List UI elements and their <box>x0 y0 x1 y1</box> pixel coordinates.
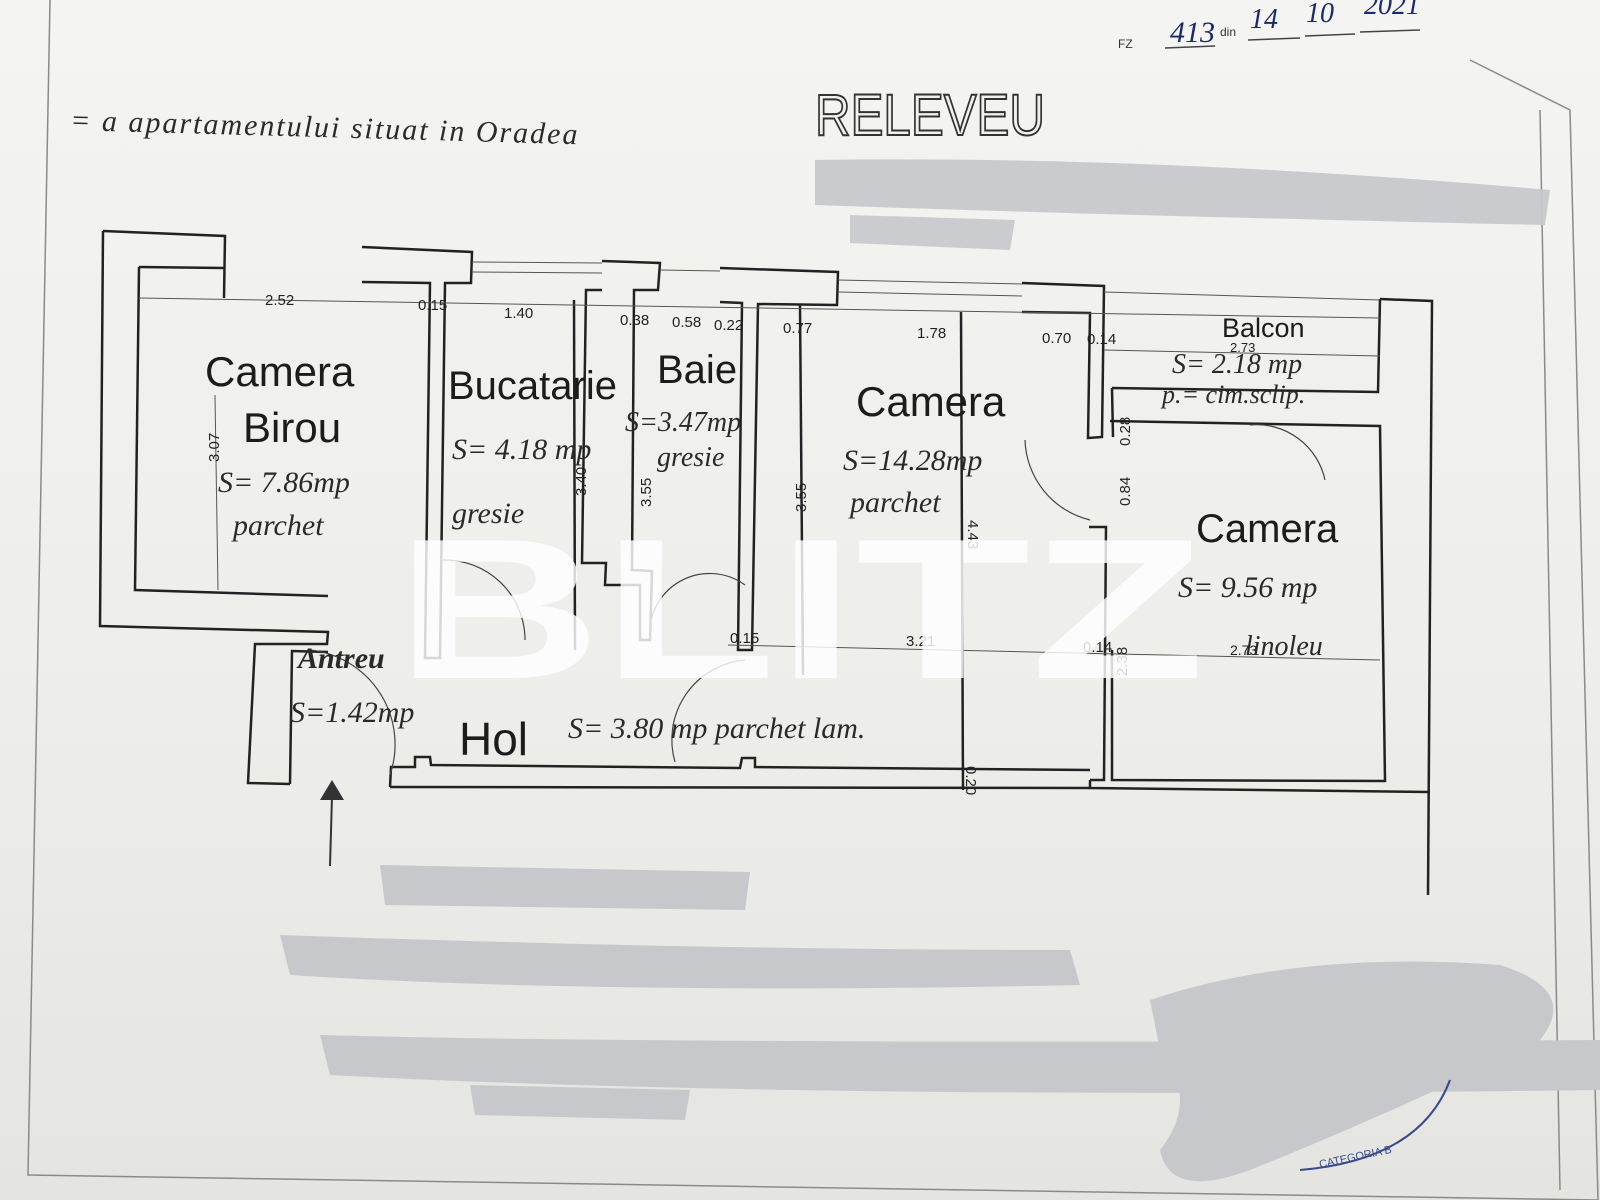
dim-0-15-top: 0.15 <box>418 297 447 314</box>
ref-din: din <box>1220 25 1236 39</box>
redaction-marks <box>280 159 1600 1182</box>
room-name-camera-birou-2: Birou <box>243 404 341 451</box>
area-camera-birou: S= 7.86mp <box>218 466 350 499</box>
floor-balcon: p.= cim.sclip. <box>1160 380 1305 409</box>
ref-prefix: FZ <box>1118 37 1133 51</box>
dimension-labels: 2.52 0.15 1.40 0.38 0.58 0.22 0.77 1.78 … <box>206 292 1257 795</box>
dim-0-14-top: 0.14 <box>1087 331 1116 348</box>
dim-3-55-baie: 3.55 <box>638 478 655 507</box>
dim-0-77: 0.77 <box>783 320 812 337</box>
floor-bucatarie: gresie <box>452 497 524 530</box>
dim-0-20: 0.20 <box>962 766 979 795</box>
ref-day: 14 <box>1250 4 1278 35</box>
room-name-bucatarie: Bucatarie <box>448 364 617 408</box>
dim-0-28: 0.28 <box>1117 417 1134 446</box>
area-camera-mare: S=14.28mp <box>843 444 982 477</box>
area-balcon: S= 2.18 mp <box>1172 349 1302 380</box>
walls <box>98 229 1434 896</box>
ref-year: 2021 <box>1364 0 1420 21</box>
page-title: RELEVEU <box>815 83 1045 148</box>
dim-2-73-balcon: 2.73 <box>1230 340 1255 355</box>
floor-camera-mare: parchet <box>848 486 941 519</box>
floor-camera-mica: linoleu <box>1245 631 1323 662</box>
room-name-baie: Baie <box>657 348 737 392</box>
ref-month: 10 <box>1306 0 1334 29</box>
area-hol: S= 3.80 mp parchet lam. <box>568 712 865 745</box>
room-details: S= 7.86mp parchet S= 4.18 mp gresie S=3.… <box>218 349 1323 745</box>
dim-2-38: 2.38 <box>1114 647 1131 676</box>
dim-1-40: 1.40 <box>504 305 533 322</box>
area-baie: S=3.47mp <box>625 407 741 438</box>
dim-2-73-camera: 2.73 <box>1230 642 1257 658</box>
dim-0-58: 0.58 <box>672 314 701 331</box>
room-name-antreu: Antreu <box>296 642 385 675</box>
entrance-arrow <box>320 780 344 867</box>
room-name-hol: Hol <box>459 713 528 765</box>
door-swings <box>309 424 1326 776</box>
dim-2-52: 2.52 <box>265 292 294 309</box>
area-camera-mica: S= 9.56 mp <box>1178 571 1317 604</box>
room-names: Camera Birou Bucatarie Baie Camera Balco… <box>205 313 1339 765</box>
reference-number: FZ 413 din 14 10 2021 <box>1118 0 1421 51</box>
dim-1-78: 1.78 <box>917 325 946 342</box>
page-frame <box>27 0 1599 1200</box>
room-name-balcon: Balcon <box>1222 313 1305 343</box>
dim-3-40: 3.40 <box>573 467 590 496</box>
dim-0-70: 0.70 <box>1042 330 1071 347</box>
area-bucatarie: S= 4.18 mp <box>452 433 591 466</box>
area-antreu: S=1.42mp <box>290 696 414 729</box>
dim-3-21: 3.21 <box>906 633 935 650</box>
stamp-text: CATEGORIA B <box>1318 1144 1393 1171</box>
room-name-camera-mica: Camera <box>1196 507 1339 551</box>
floor-camera-birou: parchet <box>231 509 324 542</box>
ref-number: 413 <box>1170 16 1215 49</box>
dim-3-07: 3.07 <box>206 433 223 462</box>
dim-0-15-bottom: 0.15 <box>730 630 759 647</box>
room-name-camera-birou-1: Camera <box>205 348 355 395</box>
dim-4-43: 4.43 <box>964 520 981 549</box>
dimension-lines <box>138 261 1381 661</box>
dim-3-55-camera: 3.55 <box>793 483 810 512</box>
dim-0-84: 0.84 <box>1117 477 1134 506</box>
dim-0-22: 0.22 <box>714 317 743 334</box>
floor-baie: gresie <box>657 442 724 473</box>
dim-0-38: 0.38 <box>620 312 649 329</box>
room-name-camera-mare: Camera <box>856 378 1006 425</box>
blitz-watermark: BLITZ <box>395 498 1205 721</box>
dim-0-14-bottom: 0.14 <box>1083 639 1112 656</box>
page-subtitle: = a apartamentului situat in Oradea <box>70 104 580 151</box>
